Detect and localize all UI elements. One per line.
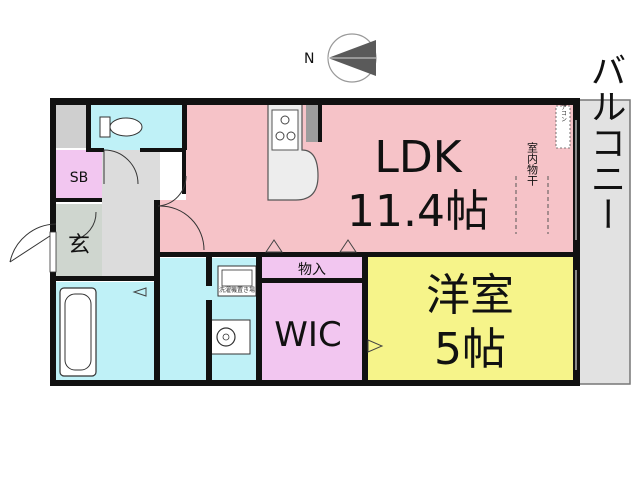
stove-burner-icon	[286, 131, 296, 141]
washbasin-icon	[209, 319, 251, 355]
balcony-label: バルコニー	[585, 52, 626, 232]
shoe-box	[56, 150, 102, 200]
door-swings	[9, 149, 205, 263]
balcony-area	[577, 99, 631, 385]
stove-burner-icon	[275, 131, 285, 141]
sb-label: SB	[70, 170, 89, 186]
toilet-icon	[99, 116, 143, 138]
walls	[50, 98, 580, 386]
western-size-label: 5帖	[434, 324, 506, 375]
storage-label: 物入	[298, 262, 326, 278]
indoor-drying-label: 室内物干	[526, 141, 539, 187]
ldk-name-label: LDK	[374, 132, 462, 183]
indoor-drying-rail: 室内物干	[515, 141, 549, 234]
stove-burner-icon	[280, 115, 290, 125]
pipe-space	[56, 104, 86, 148]
western-name-label: 洋室	[426, 270, 514, 321]
storage-closet	[262, 256, 362, 280]
wic-label: WIC	[274, 315, 341, 355]
aircon-label: エアコン	[560, 98, 567, 122]
ldk-room	[186, 104, 576, 254]
compass-icon	[327, 33, 377, 83]
entrance-label: 玄	[68, 233, 90, 258]
entrance-door	[49, 231, 57, 273]
svg-text:バルコニー: バルコニー	[585, 52, 626, 232]
compass-label: N	[304, 51, 314, 67]
washer-label: 洗濯機置き場	[219, 286, 255, 294]
kitchen-area	[160, 200, 206, 254]
entrance-floor	[56, 204, 102, 278]
hallway	[102, 150, 160, 280]
washer-space-icon: 洗濯機置き場	[217, 265, 257, 297]
ldk-size-label: 11.4帖	[347, 186, 489, 237]
wic-room	[262, 282, 366, 382]
kitchen-counter	[267, 103, 320, 201]
sliding-door-marks	[132, 239, 384, 353]
air-conditioner-icon: エアコン	[555, 98, 571, 149]
bathtub-icon	[59, 287, 97, 377]
western-room	[366, 254, 576, 382]
